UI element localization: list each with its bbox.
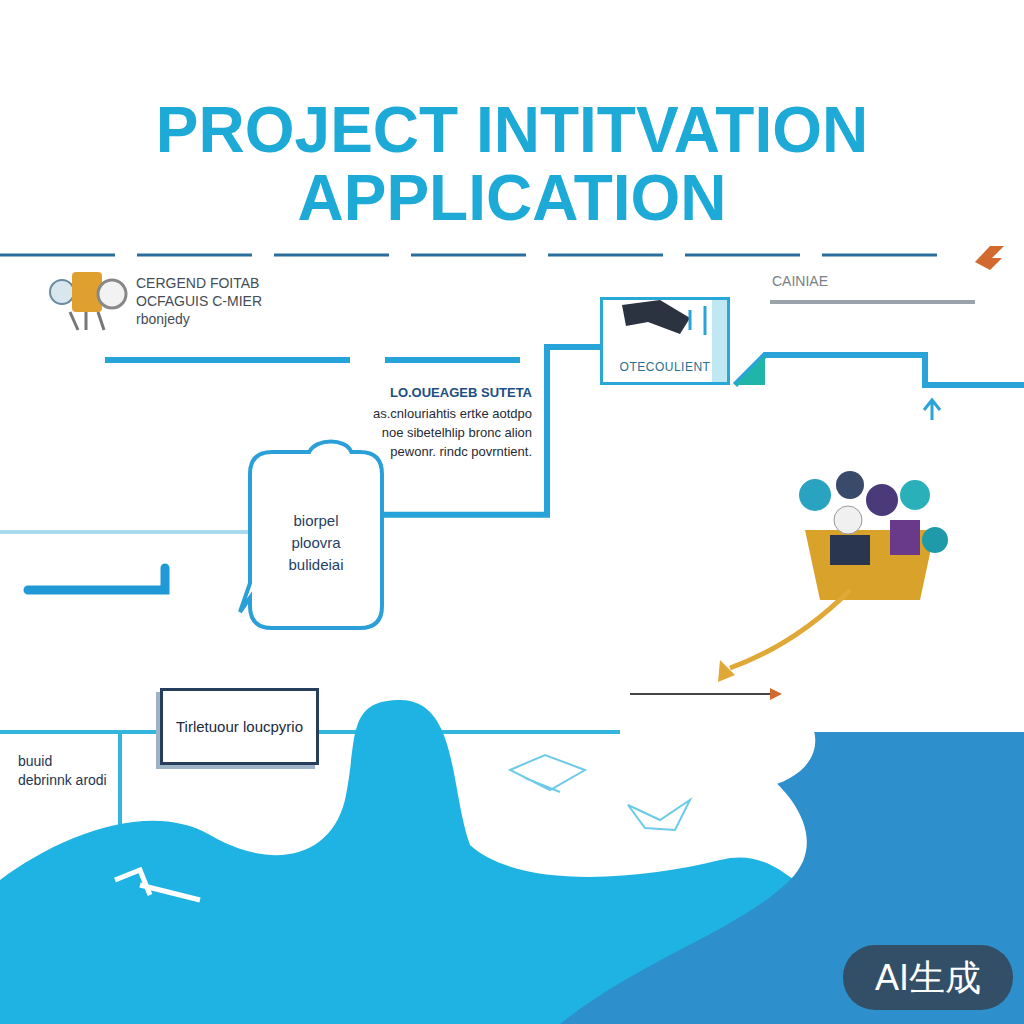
caption-text: buuid debrinnk arodi — [18, 752, 108, 790]
decor-line — [118, 732, 122, 830]
figure — [830, 535, 870, 565]
node-text: biorpel ploovra bulideiai — [270, 510, 362, 576]
box-shade — [712, 300, 728, 384]
icon-part — [98, 280, 126, 308]
figure — [799, 479, 831, 511]
pointer-head — [770, 688, 782, 700]
bubble-path — [240, 442, 382, 629]
node-text: OTECOULIENT — [618, 360, 713, 374]
pointer-line — [630, 693, 770, 695]
process-box: Tirletuour loucpyrio — [160, 688, 319, 765]
wave-cyan — [0, 700, 1024, 1024]
top-left-icon — [50, 272, 126, 330]
logo-shape — [975, 246, 1004, 270]
figure — [900, 480, 930, 510]
body-text: as.cnlouriahtis ertke aotdpo noe sibetel… — [362, 404, 532, 461]
decor-line — [770, 300, 975, 304]
connector-line — [735, 355, 1024, 385]
figure — [890, 520, 920, 555]
watermark: AI生成 — [843, 945, 1013, 1010]
decor-line — [0, 530, 248, 534]
oar — [730, 590, 850, 668]
logo-mark — [975, 246, 1004, 270]
outline-icon — [510, 755, 585, 792]
figure — [922, 527, 948, 553]
divider-line — [385, 357, 520, 363]
small-arrow — [924, 400, 940, 420]
outline-icon — [628, 800, 690, 830]
divider-line — [105, 357, 350, 363]
icon-part — [50, 280, 74, 304]
caption-text: CERGEND FOITAB OCFAGUIS C-MIER rbonjedy — [136, 274, 281, 328]
oar-blade — [718, 660, 735, 682]
icon-part — [622, 300, 690, 334]
process-box: OTECOULIENT — [600, 297, 730, 385]
boat-illustration — [718, 471, 948, 682]
wave-mark — [115, 870, 200, 900]
node-text: Tirletuour loucpyrio — [176, 717, 303, 737]
caption-text: CAINIAE — [772, 272, 972, 290]
bracket — [28, 568, 165, 590]
speech-bubble: biorpel ploovra bulideiai — [248, 450, 384, 630]
title: PROJECT INTITVATION APPLICATION — [122, 96, 902, 232]
figure — [866, 484, 898, 516]
section-heading: LO.OUEAGEB SUTETA — [362, 384, 532, 401]
icon-part — [690, 306, 705, 335]
accent-triangle — [735, 355, 765, 385]
figure — [836, 471, 864, 499]
dashed-rule — [0, 254, 955, 257]
icon-part — [70, 312, 104, 330]
figure — [834, 506, 862, 534]
wake — [620, 698, 815, 791]
